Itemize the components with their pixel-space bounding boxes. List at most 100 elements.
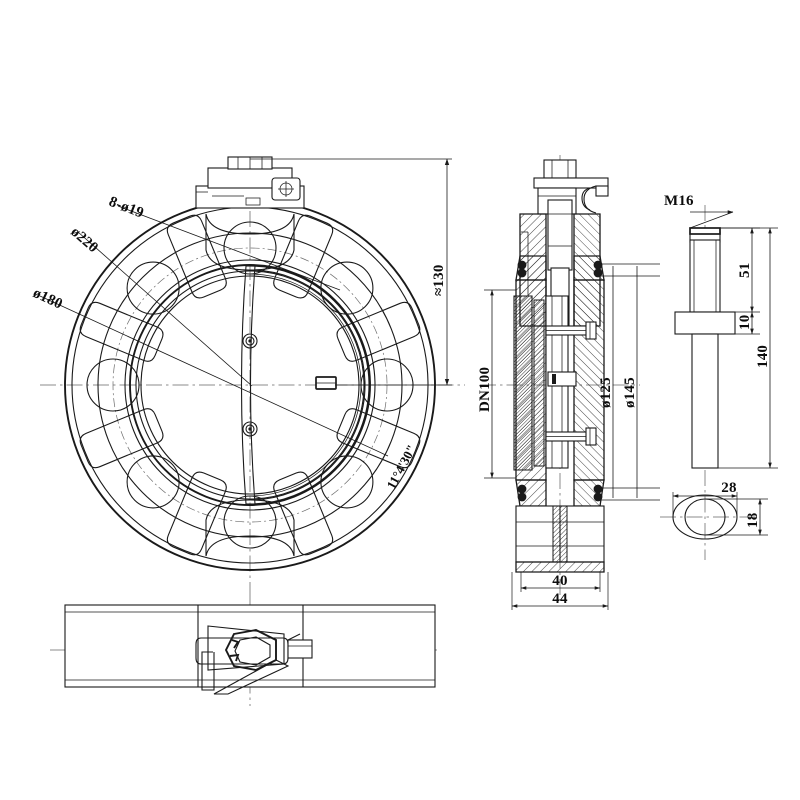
dim-seat-dia-text: ø125 bbox=[598, 377, 614, 408]
dim-end-height-text: 18 bbox=[745, 513, 761, 528]
disc-screw-center-lower bbox=[248, 427, 252, 431]
section-lower-housing bbox=[515, 505, 605, 573]
dim-bolt-holes-text: 8-ø19 bbox=[107, 194, 146, 222]
lever-link-line bbox=[287, 633, 301, 641]
rib-window-group bbox=[205, 213, 295, 557]
shaft-thread-top bbox=[689, 227, 721, 235]
dim-nominal-bore: DN100 bbox=[477, 289, 516, 479]
shaft-thread-body bbox=[689, 239, 721, 313]
disc-pin-group bbox=[545, 321, 597, 446]
lever-mark-b bbox=[229, 653, 240, 662]
body-lower-shoulder-right bbox=[573, 479, 605, 507]
bolt-hole bbox=[126, 261, 180, 315]
web-pocket bbox=[273, 214, 334, 299]
dim-thread-spec: M16 bbox=[664, 193, 734, 229]
lower-stem-hatched bbox=[552, 505, 568, 563]
disc-screw-group bbox=[242, 333, 258, 437]
web-pocket bbox=[336, 408, 421, 469]
disc-edge-left-2 bbox=[240, 265, 247, 505]
disc-screw-lower bbox=[245, 424, 255, 434]
rib-window-bottom bbox=[205, 499, 295, 557]
dim-stem-height: ≈130 bbox=[250, 158, 452, 386]
dim-bolt-holes-leader bbox=[117, 205, 341, 291]
disc-screw-center-upper bbox=[248, 339, 252, 343]
dim-body-dia-text: ø145 bbox=[622, 377, 638, 408]
seat-liner-left bbox=[513, 295, 533, 471]
section-seat-liner bbox=[513, 295, 545, 471]
bottom-cap-plate bbox=[515, 561, 605, 573]
dim-stem-height-text: ≈130 bbox=[431, 264, 447, 296]
shaft-detail-view: M16 51 10 140 bbox=[664, 193, 778, 470]
dim-outer-dia-text: ø220 bbox=[67, 224, 101, 256]
dim-total-length: 140 bbox=[718, 227, 778, 469]
actuator-clip-tab bbox=[595, 185, 609, 197]
shaft-collar bbox=[674, 311, 736, 335]
actuator-clip-outer bbox=[583, 185, 597, 214]
disc-stop-lug bbox=[315, 376, 337, 390]
body-upper-shoulder-right bbox=[573, 255, 605, 281]
dim-total-length-text: 140 bbox=[755, 345, 771, 368]
lever-arm bbox=[213, 659, 290, 695]
shaft-end-view: 28 18 bbox=[660, 470, 768, 560]
dim-width-outer-text: 44 bbox=[552, 591, 568, 607]
actuator-top-boss bbox=[543, 159, 577, 179]
bottom-lever-mechanism bbox=[195, 625, 313, 695]
dim-width-inner: 40 bbox=[520, 572, 601, 592]
bolt-hole bbox=[126, 455, 180, 509]
web-pocket bbox=[166, 471, 227, 556]
actuator-clip bbox=[581, 187, 591, 211]
disc-screw-boss-upper bbox=[242, 333, 258, 349]
section-view: DN100 ø125 ø145 40 44 bbox=[477, 155, 660, 610]
disc-hub-key bbox=[552, 374, 556, 384]
bolt-hole bbox=[86, 358, 140, 412]
section-disc bbox=[545, 295, 577, 469]
dim-collar-thickness-text: 10 bbox=[737, 315, 753, 330]
dim-bolt-circle-text: ø180 bbox=[30, 285, 65, 313]
bottom-view bbox=[50, 598, 440, 706]
seat-liner-left-inner bbox=[533, 299, 545, 467]
web-pocket bbox=[336, 301, 421, 362]
dim-thread-length-text: 51 bbox=[737, 263, 753, 278]
body-web-pocket-group bbox=[79, 214, 421, 556]
top-mounting-pad bbox=[195, 156, 305, 209]
disc-screw-upper bbox=[245, 336, 255, 346]
front-view: 8-ø19 ø220 ø180 ≈130 11°4'30" bbox=[30, 156, 465, 600]
m16-leader bbox=[689, 211, 734, 229]
disc-pin-lower-head bbox=[585, 427, 597, 446]
shaft-lower-body bbox=[691, 333, 719, 469]
dim-end-height: 18 bbox=[705, 498, 768, 536]
body-upper-shoulder-left bbox=[515, 255, 547, 281]
bottom-body-band bbox=[64, 604, 436, 688]
body-lower-shoulder-left bbox=[515, 479, 547, 507]
dim-body-dia: ø145 bbox=[622, 266, 638, 498]
dim-width-inner-text: 40 bbox=[552, 573, 567, 589]
dim-end-width: 28 bbox=[672, 480, 738, 517]
lever-hex-hub-inner bbox=[234, 636, 271, 666]
dim-bolt-circle-leader bbox=[39, 295, 389, 457]
dim-seat-dia: ø125 bbox=[598, 266, 614, 498]
bolt-hole bbox=[320, 261, 374, 315]
dim-nominal-bore-text: DN100 bbox=[477, 367, 493, 412]
web-pocket bbox=[273, 471, 334, 556]
disc-pin-upper-head bbox=[585, 321, 597, 340]
mount-pad-detail-b bbox=[245, 197, 261, 206]
lever-mark-a bbox=[231, 639, 240, 649]
dim-thread-spec-text: M16 bbox=[664, 193, 694, 209]
disc-screw-boss-lower bbox=[242, 421, 258, 437]
stem-upper bbox=[547, 199, 573, 271]
rib-window-top bbox=[205, 213, 295, 271]
dim-end-width-text: 28 bbox=[721, 480, 736, 496]
lever-stop-post bbox=[201, 651, 215, 691]
dim-thread-length: 51 bbox=[720, 227, 760, 313]
bolt-hole bbox=[320, 455, 374, 509]
web-pocket bbox=[79, 301, 164, 362]
dim-disc-angle: 11°4'30" bbox=[383, 442, 419, 491]
web-pocket bbox=[79, 408, 164, 469]
dim-disc-angle-text: 11°4'30" bbox=[383, 442, 419, 491]
dim-outer-dia-leader bbox=[77, 231, 253, 387]
web-pocket bbox=[166, 214, 227, 299]
dim-width-outer: 44 bbox=[511, 572, 609, 610]
dim-collar-thickness: 10 bbox=[735, 311, 760, 335]
